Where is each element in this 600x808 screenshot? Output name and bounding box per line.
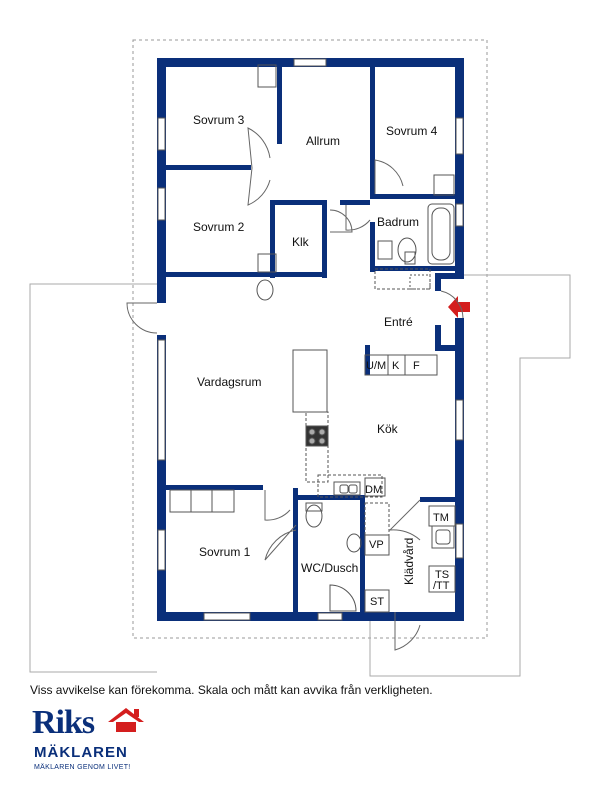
- washbasin-wc: [346, 533, 362, 553]
- logo-brand-top: Riks: [32, 704, 95, 741]
- room-label-sovrum2: Sovrum 2: [193, 220, 245, 234]
- fixture-label-vp: VP: [369, 539, 384, 551]
- roof-outline: [132, 39, 488, 639]
- fixture-label-um: U/M: [366, 360, 386, 372]
- room-label-wc-dusch: WC/Dusch: [301, 561, 358, 575]
- fixtures: [169, 64, 455, 612]
- wardrobe-sovrum1: [169, 489, 235, 513]
- room-label-badrum: Badrum: [377, 215, 419, 229]
- fixture-label-tt: /TT: [433, 580, 450, 592]
- storage-cabinets: [364, 354, 456, 613]
- fixture-label-tm: TM: [433, 512, 449, 524]
- room-label-sovrum3: Sovrum 3: [193, 113, 245, 127]
- deck-right: [369, 274, 571, 677]
- washbasin-hall: [256, 279, 274, 301]
- bathtub: [427, 203, 455, 265]
- floor-plan: Sovrum 3 Allrum Sovrum 4 Sovrum 2 Klk Ba…: [29, 39, 571, 677]
- deck-left: [29, 283, 157, 673]
- kitchen-counter: [317, 474, 383, 498]
- room-label-entre: Entré: [384, 315, 413, 329]
- windows: [157, 58, 464, 621]
- room-label-klk: Klk: [292, 235, 310, 249]
- shower-corner: [329, 584, 357, 612]
- fixture-label-st: ST: [370, 596, 384, 608]
- shower: [364, 502, 390, 536]
- disclaimer-text: Viss avvikelse kan förekomma. Skala och …: [30, 683, 433, 697]
- room-label-allrum: Allrum: [306, 134, 340, 148]
- fixture-label-f: F: [413, 360, 420, 372]
- room-label-sovrum1: Sovrum 1: [199, 545, 251, 559]
- door-swings: [126, 127, 421, 651]
- fixture-label-ts: TS: [435, 569, 449, 581]
- room-label-vardagsrum: Vardagsrum: [197, 375, 261, 389]
- toilet-badrum: [377, 240, 393, 260]
- logo-brand-bottom: MÄKLAREN: [34, 744, 128, 761]
- room-label-sovrum4: Sovrum 4: [386, 124, 438, 138]
- room-label-kladvard: Klädvård: [402, 538, 416, 585]
- toilet-wc: [305, 504, 323, 528]
- logo-tagline: MÄKLAREN GENOM LIVET!: [34, 764, 131, 771]
- kitchen-island: [292, 349, 328, 413]
- sink-kitchen: [333, 481, 361, 496]
- entrance-arrow-icon: [448, 296, 470, 318]
- fixture-label-dm: DM: [365, 484, 382, 496]
- fixture-label-k: K: [392, 360, 400, 372]
- riks-maklaren-logo: Riks MÄKLAREN MÄKLAREN GENOM LIVET!: [28, 700, 158, 780]
- house-roof-icon: [108, 708, 144, 732]
- room-label-kok: Kök: [377, 422, 399, 436]
